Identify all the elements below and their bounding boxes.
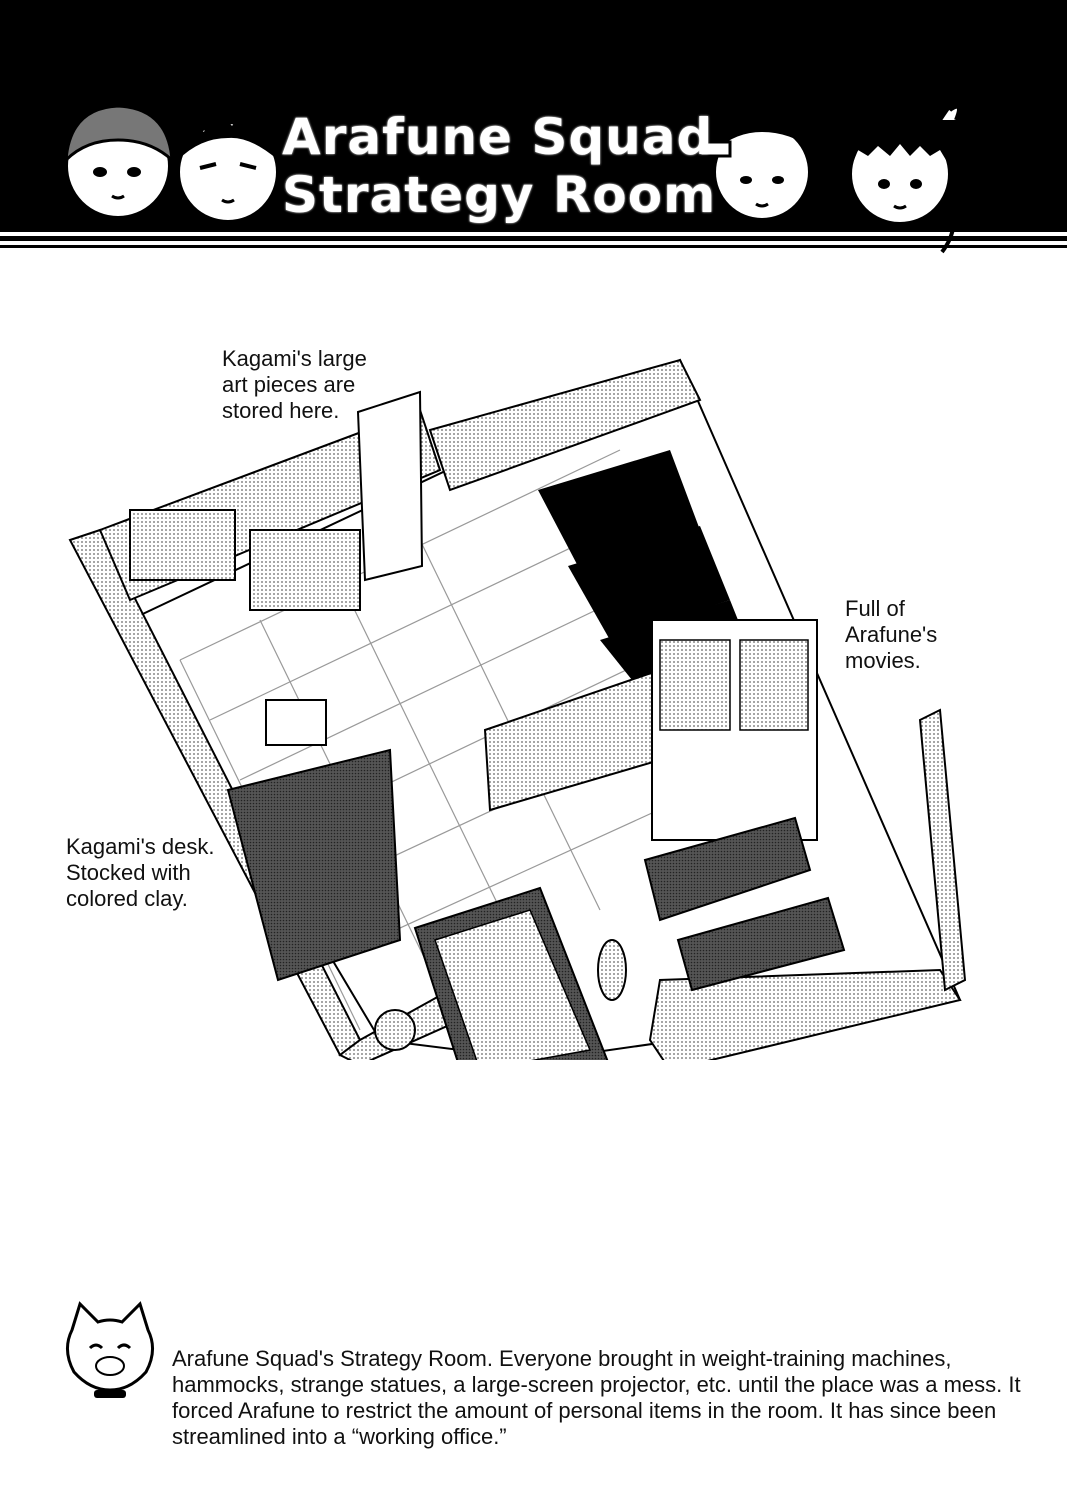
banner-stripe-thin — [0, 245, 1067, 248]
face-cap-icon — [64, 104, 174, 220]
face-girl-icon — [848, 100, 961, 254]
page-title: Arafune Squad Strategy Room — [282, 108, 722, 224]
computer-monitor — [265, 699, 327, 746]
title-line-1: Arafune Squad — [282, 108, 714, 166]
office-chair-left — [374, 1009, 416, 1051]
cat-mascot-icon — [66, 1301, 154, 1398]
page-caption: Arafune Squad's Strategy Room. Everyone … — [172, 1346, 1021, 1449]
kagami-desk — [226, 748, 402, 982]
bookshelf — [249, 529, 361, 611]
coffee-table — [643, 816, 812, 922]
office-chair-right — [597, 939, 627, 1001]
face-spiky-icon — [176, 102, 280, 224]
note-art-storage: Kagami's large art pieces are stored her… — [222, 346, 367, 423]
tall-storage-cabinet — [356, 390, 424, 582]
bulletin-board — [129, 509, 236, 581]
character-faces — [64, 100, 961, 254]
note-movies: Full of Arafune's movies. — [845, 596, 938, 673]
isometric-room-illustration — [68, 358, 967, 1060]
face-backcap-icon — [698, 111, 814, 222]
bunk-bed-2 — [568, 526, 730, 640]
back-wall-right — [428, 358, 702, 492]
banner-stripe — [0, 236, 1067, 241]
title-line-2: Strategy Room — [282, 166, 717, 224]
bench — [676, 896, 846, 992]
right-wall — [918, 708, 967, 992]
note-kagami-desk: Kagami's desk. Stocked with colored clay… — [66, 834, 215, 911]
